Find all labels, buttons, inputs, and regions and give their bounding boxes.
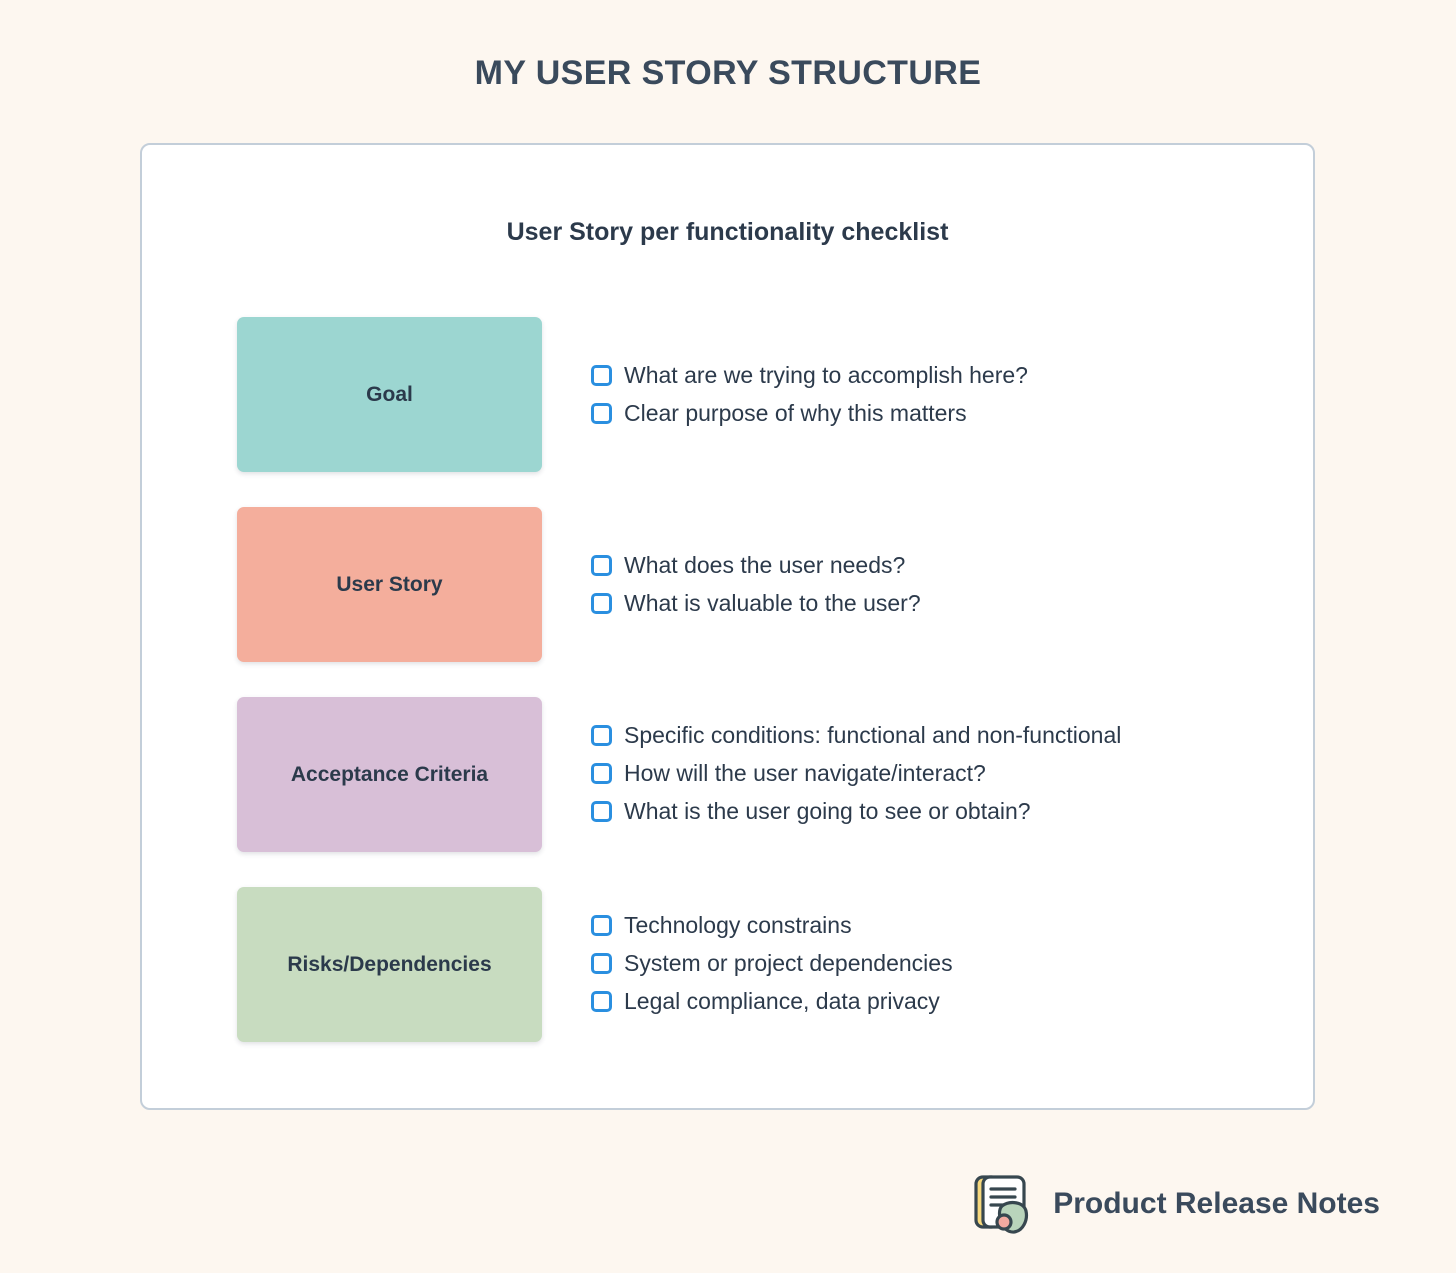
brand-name: Product Release Notes: [1053, 1187, 1380, 1220]
check-item[interactable]: Legal compliance, data privacy: [591, 985, 1313, 1018]
footer-brand: Product Release Notes: [968, 1170, 1380, 1238]
checklist-user-story: What does the user needs? What is valuab…: [591, 507, 1313, 625]
checkbox-icon[interactable]: [591, 991, 612, 1012]
check-item[interactable]: What are we trying to accomplish here?: [591, 359, 1313, 392]
check-item-label: What does the user needs?: [624, 551, 906, 578]
section-block-acceptance-criteria[interactable]: Acceptance Criteria: [237, 697, 542, 852]
check-item-label: Specific conditions: functional and non-…: [624, 721, 1122, 748]
section-label: User Story: [336, 572, 443, 596]
section-block-user-story[interactable]: User Story: [237, 507, 542, 662]
checkbox-icon[interactable]: [591, 403, 612, 424]
card-title: User Story per functionality checklist: [506, 218, 949, 246]
check-item-label: Technology constrains: [624, 911, 852, 938]
check-item-label: Clear purpose of why this matters: [624, 399, 967, 426]
section-label: Risks/Dependencies: [287, 952, 492, 976]
section-rows: Goal What are we trying to accomplish he…: [142, 317, 1313, 1077]
checkbox-icon[interactable]: [591, 801, 612, 822]
checkbox-icon[interactable]: [591, 725, 612, 746]
checklist-goal: What are we trying to accomplish here? C…: [591, 317, 1313, 435]
check-item[interactable]: How will the user navigate/interact?: [591, 757, 1313, 790]
check-item[interactable]: What is the user going to see or obtain?: [591, 795, 1313, 828]
section-row-acceptance-criteria: Acceptance Criteria Specific conditions:…: [142, 697, 1313, 887]
checkbox-icon[interactable]: [591, 915, 612, 936]
check-item[interactable]: What is valuable to the user?: [591, 587, 1313, 620]
section-block-risks-dependencies[interactable]: Risks/Dependencies: [237, 887, 542, 1042]
check-item-label: What is valuable to the user?: [624, 589, 921, 616]
checkbox-icon[interactable]: [591, 365, 612, 386]
check-item[interactable]: What does the user needs?: [591, 549, 1313, 582]
check-item[interactable]: Specific conditions: functional and non-…: [591, 719, 1313, 752]
check-item-label: What is the user going to see or obtain?: [624, 797, 1031, 824]
checkbox-icon[interactable]: [591, 555, 612, 576]
document-notes-icon: [968, 1170, 1036, 1238]
check-item-label: Legal compliance, data privacy: [624, 987, 940, 1014]
section-row-risks-dependencies: Risks/Dependencies Technology constrains…: [142, 887, 1313, 1077]
check-item-label: What are we trying to accomplish here?: [624, 361, 1028, 388]
check-item-label: How will the user navigate/interact?: [624, 759, 986, 786]
checklist-risks-dependencies: Technology constrains System or project …: [591, 887, 1313, 1023]
section-label: Goal: [366, 382, 413, 406]
check-item[interactable]: System or project dependencies: [591, 947, 1313, 980]
check-item[interactable]: Clear purpose of why this matters: [591, 397, 1313, 430]
section-label: Acceptance Criteria: [290, 762, 489, 786]
checkbox-icon[interactable]: [591, 953, 612, 974]
page-title: MY USER STORY STRUCTURE: [474, 54, 982, 92]
check-item-label: System or project dependencies: [624, 949, 953, 976]
section-block-goal[interactable]: Goal: [237, 317, 542, 472]
checkbox-icon[interactable]: [591, 593, 612, 614]
section-row-goal: Goal What are we trying to accomplish he…: [142, 317, 1313, 507]
check-item[interactable]: Technology constrains: [591, 909, 1313, 942]
section-row-user-story: User Story What does the user needs? Wha…: [142, 507, 1313, 697]
checklist-card: User Story per functionality checklist G…: [140, 143, 1315, 1110]
checklist-acceptance-criteria: Specific conditions: functional and non-…: [591, 697, 1313, 833]
checkbox-icon[interactable]: [591, 763, 612, 784]
